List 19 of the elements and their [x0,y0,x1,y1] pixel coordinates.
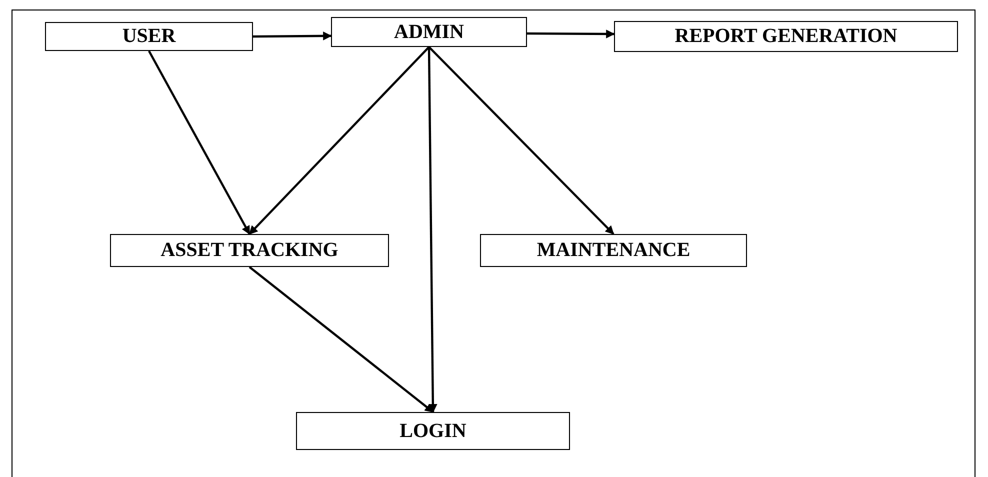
arrow [248,46,430,235]
arrow [148,50,250,235]
box-label: LOGIN [400,420,466,442]
process-box [614,21,958,52]
box-label: USER [122,25,176,48]
process-box [110,234,389,267]
arrow [253,32,332,40]
arrow [527,30,615,38]
box-label: ASSET TRACKING [160,239,338,262]
arrow [248,266,434,413]
process-box [331,17,527,47]
arrow [428,46,438,413]
process-box [45,22,253,51]
arrow [428,46,614,235]
box-label: ADMIN [394,20,464,44]
box-label: MAINTENANCE [536,239,690,262]
box-label: REPORT GENERATION [674,25,898,48]
process-box [296,412,570,450]
process-box [480,234,747,267]
